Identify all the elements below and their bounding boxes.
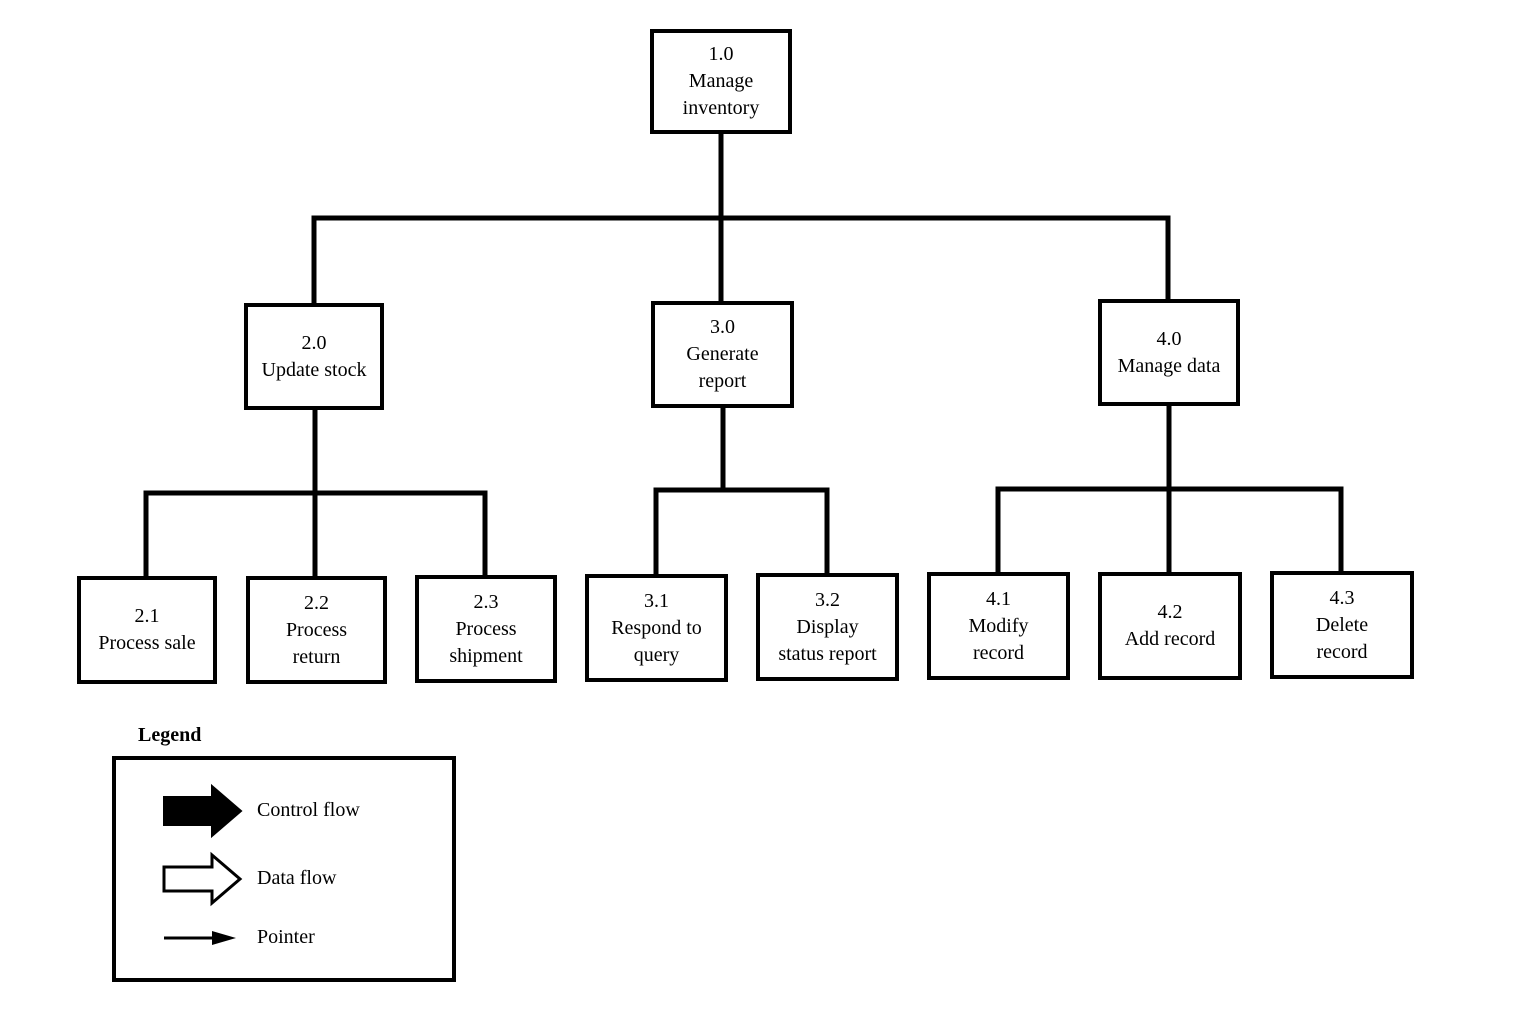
pointer-arrow-icon [164,931,236,945]
node-label-line: query [633,643,680,666]
node-label-line: Process [455,617,517,640]
node-label-line: record [1316,640,1368,663]
node-label-line: Update stock [261,358,367,381]
node-3-1: 3.1 Respond to query [585,574,728,682]
node-label-line: return [292,645,341,668]
node-id: 4.1 [986,587,1011,610]
node-label-line: Respond to [611,616,702,639]
node-3-2: 3.2 Display status report [756,573,899,681]
node-id: 3.2 [815,588,840,611]
node-label-line: Process [285,618,348,641]
data-flow-arrow-icon [162,851,243,907]
node-label-line: Process sale [98,632,196,654]
node-id: 2.0 [301,331,327,354]
legend-label-data-flow: Data flow [257,867,337,889]
node-4-3: 4.3 Delete record [1270,571,1414,679]
node-label-line: report [698,370,747,392]
node-2-3: 2.3 Process shipment [415,575,557,683]
node-label-line: status report [778,642,877,665]
node-id: 4.3 [1329,586,1355,609]
legend-box [112,756,456,982]
node-2-1: 2.1 Process sale [77,576,217,684]
node-3-0: 3.0 Generate report [651,301,794,408]
node-label-line: Add record [1124,628,1216,650]
node-label-line: Display [796,615,859,638]
node-id: 2.2 [304,591,329,614]
node-4-0: 4.0 Manage data [1098,299,1240,406]
node-4-1: 4.1 Modify record [927,572,1070,680]
node-4-2: 4.2 Add record [1098,572,1242,680]
node-label-line: shipment [449,644,523,667]
node-label-line: inventory [682,97,760,119]
node-1-0: 1.0 Manage inventory [650,29,792,134]
node-id: 3.1 [644,589,669,612]
node-label-line: Generate [686,343,759,365]
legend-title: Legend [138,724,202,746]
node-id: 1.0 [708,43,734,65]
node-label-line: Manage [688,70,754,92]
node-label-line: record [972,641,1025,664]
node-label-line: Modify [968,614,1029,637]
node-2-2: 2.2 Process return [246,576,387,684]
node-id: 2.3 [473,590,499,613]
legend-label-pointer: Pointer [257,926,315,948]
legend-label-control-flow: Control flow [257,799,360,821]
node-id: 2.1 [134,605,160,627]
node-id: 4.0 [1156,327,1182,350]
node-id: 4.2 [1157,601,1183,623]
node-label-line: Manage data [1117,354,1221,377]
node-label-line: Delete [1315,613,1369,636]
node-2-0: 2.0 Update stock [244,303,384,410]
node-id: 3.0 [710,316,735,338]
control-flow-arrow-icon [163,783,243,839]
